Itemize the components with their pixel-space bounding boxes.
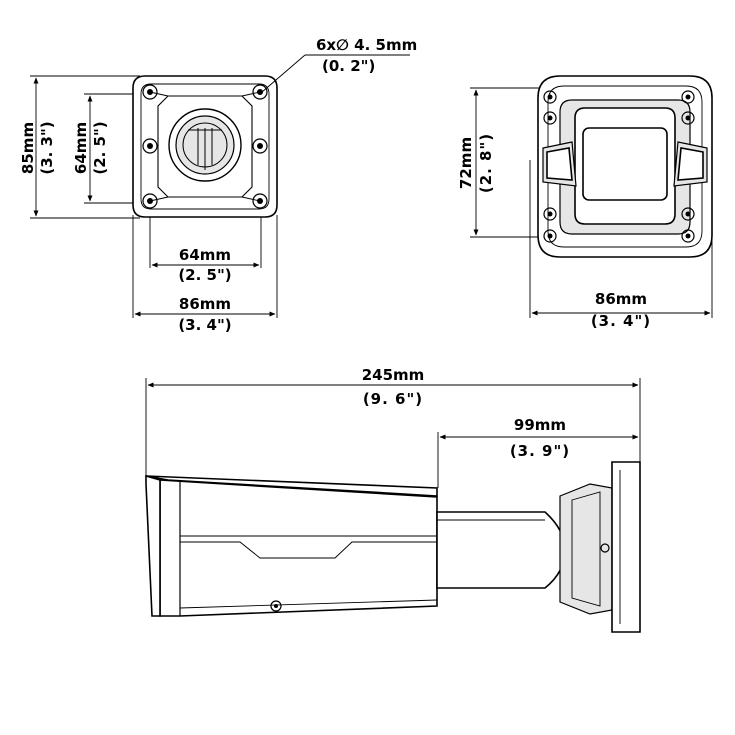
base-height-inner-in: (2. 5"): [91, 121, 109, 174]
front-width-mm: 86mm: [595, 290, 647, 308]
front-width-in: (3. 4"): [591, 312, 651, 330]
side-length-mm: 245mm: [362, 366, 425, 384]
base-view: 6x∅ 4. 5mm (0. 2") 85mm (3. 3") 64mm (2.…: [19, 36, 417, 334]
base-height-outer-mm: 85mm: [19, 122, 37, 174]
housing-screw-icon: [543, 90, 695, 243]
hole-spec-in: (0. 2"): [322, 57, 375, 75]
side-bracket-in: (3. 9"): [510, 442, 570, 460]
base-width-inner-mm: 64mm: [179, 246, 231, 264]
side-view: 245mm (9. 6") 99mm (3. 9"): [145, 366, 641, 633]
base-width-inner-in: (2. 5"): [178, 266, 231, 284]
front-height-mm: 72mm: [457, 137, 475, 189]
base-width-outer-mm: 86mm: [179, 295, 231, 313]
mount-hole-icon: [142, 84, 268, 209]
hole-spec-mm: 6x∅ 4. 5mm: [316, 36, 417, 54]
base-height-inner-mm: 64mm: [72, 122, 90, 174]
base-height-outer-in: (3. 3"): [38, 121, 56, 174]
front-view: 72mm (2. 8") 86mm (3. 4"): [457, 75, 713, 330]
front-height-in: (2. 8"): [477, 133, 495, 193]
side-bracket-mm: 99mm: [514, 416, 566, 434]
side-length-in: (9. 6"): [363, 390, 423, 408]
base-width-outer-in: (3. 4"): [178, 316, 231, 334]
